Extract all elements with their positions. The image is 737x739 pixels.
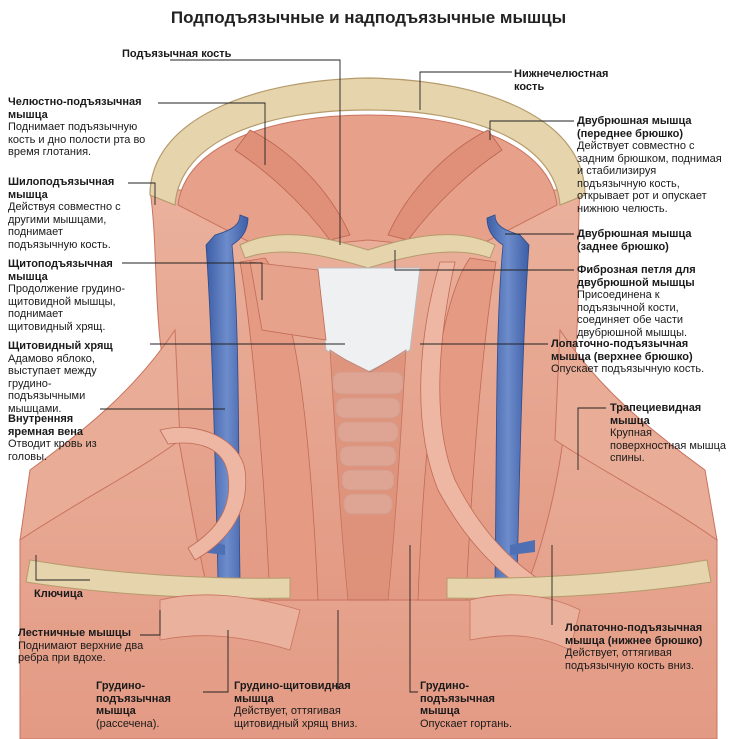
- label-mylohyoid: Челюстно-подъязычная мышца Поднимает под…: [8, 96, 158, 159]
- label-desc: Действует, оттягивая щитовидный хрящ вни…: [234, 705, 358, 730]
- label-stylohyoid: Шилоподъязычная мышца Действуя совместно…: [8, 176, 133, 251]
- label-name: Фиброзная петля для двубрюшной мышцы: [577, 264, 696, 289]
- label-name: Шилоподъязычная мышца: [8, 176, 115, 201]
- label-desc: Опускает подъязычную кость.: [551, 363, 705, 375]
- mandible-bone: [149, 77, 586, 206]
- label-scalene: Лестничные мышцы Поднимают верхние два р…: [18, 627, 148, 665]
- label-desc: Действуя совместно с другими мышцами, по…: [8, 201, 121, 251]
- label-name: Нижнечелюстная кость: [514, 68, 609, 93]
- label-digastric-anterior: Двубрюшная мышца (переднее брюшко) Дейст…: [577, 115, 727, 215]
- label-desc: Опускает гортань.: [420, 717, 513, 730]
- label-sternohyoid-cut: Грудино-подъязычная мышца (рассечена).: [96, 680, 204, 730]
- label-desc: Отводит кровь из головы.: [8, 438, 97, 463]
- label-name: Челюстно-подъязычная мышца: [8, 96, 142, 121]
- label-name: Грудино-щитовидная мышца: [234, 680, 351, 705]
- omohyoid-muscle-left: [159, 427, 247, 561]
- label-thyrohyoid: Щитоподъязычная мышца Продолжение грудин…: [8, 258, 126, 333]
- label-clavicle: Ключица: [34, 588, 124, 601]
- label-name: Двубрюшная мышца (переднее брюшко): [577, 115, 692, 140]
- label-desc: Адамово яблоко, выступает между грудино-…: [8, 352, 97, 415]
- label-name: Ключица: [34, 588, 83, 600]
- label-thyroid-cartilage: Щитовидный хрящ Адамово яблоко, выступае…: [8, 340, 128, 415]
- sternohyoid-muscle-right: [417, 257, 497, 601]
- label-trapezius: Трапециевидная мышца Крупная поверхностн…: [610, 402, 728, 465]
- trapezius-muscle: [554, 328, 718, 542]
- label-desc: Действует, оттягивая подъязычную кость в…: [565, 647, 694, 672]
- digastric-anterior-right: [387, 129, 503, 241]
- label-omohyoid-inferior: Лопаточно-подъязычная мышца (нижнее брюш…: [565, 622, 715, 672]
- label-hyoid: Подъязычная кость: [122, 48, 232, 61]
- label-desc: Присоединена к подъязычной кости, соедин…: [577, 289, 688, 339]
- label-name: Лопаточно-подъязычная мышца (нижнее брюш…: [565, 622, 703, 647]
- label-name: Лопаточно-подъязычная мышца (верхнее брю…: [551, 338, 693, 363]
- label-desc: Действует совместно с задним брюшком, по…: [577, 140, 722, 215]
- label-name: Щитовидный хрящ: [8, 340, 113, 352]
- label-desc: (рассечена).: [96, 717, 160, 730]
- label-sternothyroid: Грудино-щитовидная мышца Действует, оття…: [234, 680, 384, 730]
- label-desc: Крупная поверхностная мышца спины.: [610, 427, 727, 464]
- clavicle-right: [446, 559, 712, 599]
- label-desc: Поднимает подъязычную кость и дно полост…: [8, 121, 146, 158]
- label-name: Лестничные мышцы: [18, 627, 132, 639]
- label-name: Подъязычная кость: [122, 48, 232, 60]
- label-fibrous-loop: Фиброзная петля для двубрюшной мышцы При…: [577, 264, 727, 339]
- scalene-muscles: [159, 594, 301, 651]
- internal-jugular-vein-right: [486, 214, 530, 581]
- label-name: Трапециевидная мышца: [610, 402, 702, 427]
- clavicle-left: [25, 559, 291, 599]
- hyoid-bone: [239, 234, 496, 269]
- trapezius-muscle-left: [19, 328, 181, 542]
- label-jugular-vein: Внутренняя яремная вена Отводит кровь из…: [8, 413, 103, 463]
- label-desc: Продолжение грудино-щитовидной мышцы, по…: [8, 283, 126, 333]
- diagram-title: Подподъязычные и надподъязычные мышцы: [170, 8, 567, 27]
- omohyoid-muscle-inferior: [469, 594, 581, 651]
- label-mandible: Нижнечелюстная кость: [514, 68, 624, 93]
- label-name: Грудино-подъязычная мышца: [420, 680, 495, 717]
- sternothyroid-muscle: [329, 349, 407, 601]
- label-name: Внутренняя яремная вена: [8, 413, 83, 438]
- label-desc: Поднимают верхние два ребра при вдохе.: [18, 639, 144, 665]
- label-digastric-posterior: Двубрюшная мышца (заднее брюшко): [577, 228, 727, 253]
- thyrohyoid-muscle: [249, 261, 327, 341]
- label-name: Щитоподъязычная мышца: [8, 258, 113, 283]
- vein-branch-right: [510, 540, 535, 555]
- leader-lines: [35, 59, 606, 693]
- label-omohyoid-superior: Лопаточно-подъязычная мышца (верхнее брю…: [551, 338, 727, 376]
- label-name: Двубрюшная мышца (заднее брюшко): [577, 228, 692, 253]
- label-sternohyoid-right: Грудино-подъязычная мышца Опускает горта…: [420, 680, 530, 730]
- label-name: Грудино-подъязычная мышца: [96, 680, 171, 717]
